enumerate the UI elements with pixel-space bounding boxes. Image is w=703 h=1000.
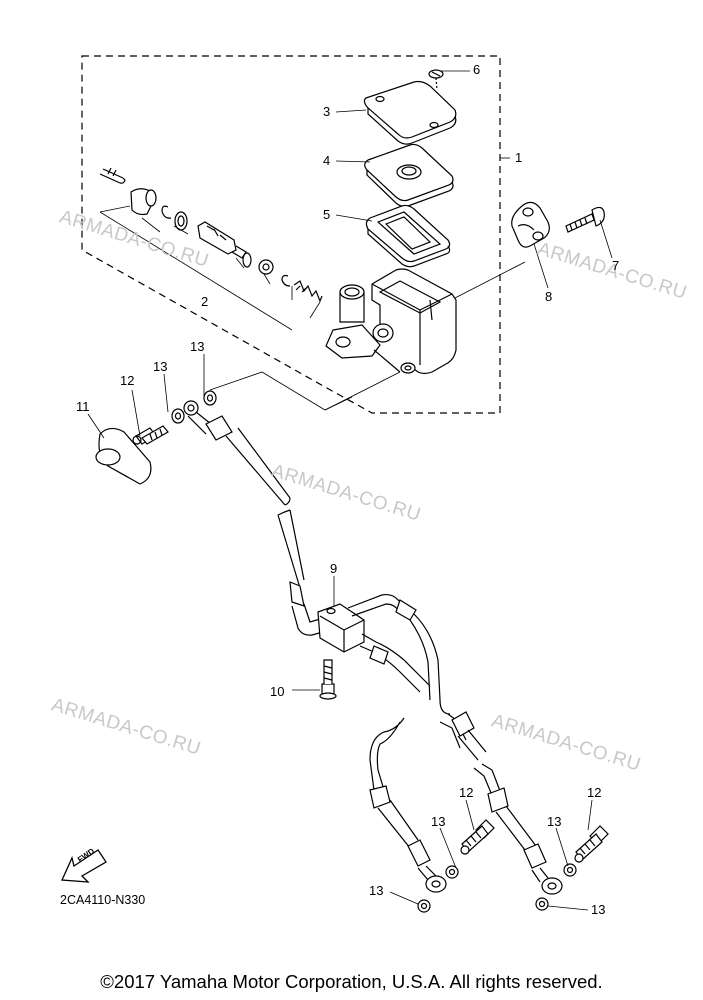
fwd-arrow-icon	[61, 849, 107, 883]
callout-3: 3	[323, 104, 331, 119]
diaphragm	[365, 204, 451, 263]
callout-5: 5	[323, 207, 331, 222]
clamp-bolt	[565, 206, 605, 233]
callout-13-lower-right: 13	[547, 814, 562, 829]
union-bolt-upper	[132, 425, 169, 445]
callout-4: 4	[323, 153, 331, 168]
callout-12-lower-right: 12	[587, 785, 602, 800]
union-bolt-lower-left	[460, 819, 495, 855]
callout-7: 7	[612, 258, 620, 273]
callout-11: 11	[76, 399, 90, 414]
handlebar-clamp	[511, 201, 550, 248]
diagram-code: 2CA4110-N330	[60, 893, 146, 907]
callout-9: 9	[330, 561, 338, 576]
assembly-boundary	[81, 55, 501, 414]
callout-13-lower-left: 13	[431, 814, 446, 829]
joint-bolt	[319, 659, 337, 700]
callout-8: 8	[545, 289, 553, 304]
brake-hose	[183, 400, 563, 895]
copyright-notice: ©2017 Yamaha Motor Corporation, U.S.A. A…	[100, 971, 603, 992]
callout-10: 10	[270, 684, 285, 699]
rubber-cap	[95, 427, 152, 485]
callout-1: 1	[515, 150, 523, 165]
cap-screw	[428, 69, 444, 91]
reservoir-cap	[363, 80, 457, 139]
callout-13-bottom-left: 13	[369, 883, 384, 898]
callout-12-lower-left: 12	[459, 785, 474, 800]
callout-12-upper: 12	[120, 373, 135, 388]
callout-2: 2	[201, 294, 209, 309]
union-bolt-lower-right	[574, 825, 609, 863]
piston-kit	[99, 167, 323, 331]
callout-13-upper-left: 13	[153, 359, 168, 374]
master-cylinder-body	[325, 268, 457, 375]
callout-13-bottom-right: 13	[591, 902, 606, 917]
callout-13-upper-right: 13	[190, 339, 205, 354]
callout-6: 6	[473, 62, 481, 77]
